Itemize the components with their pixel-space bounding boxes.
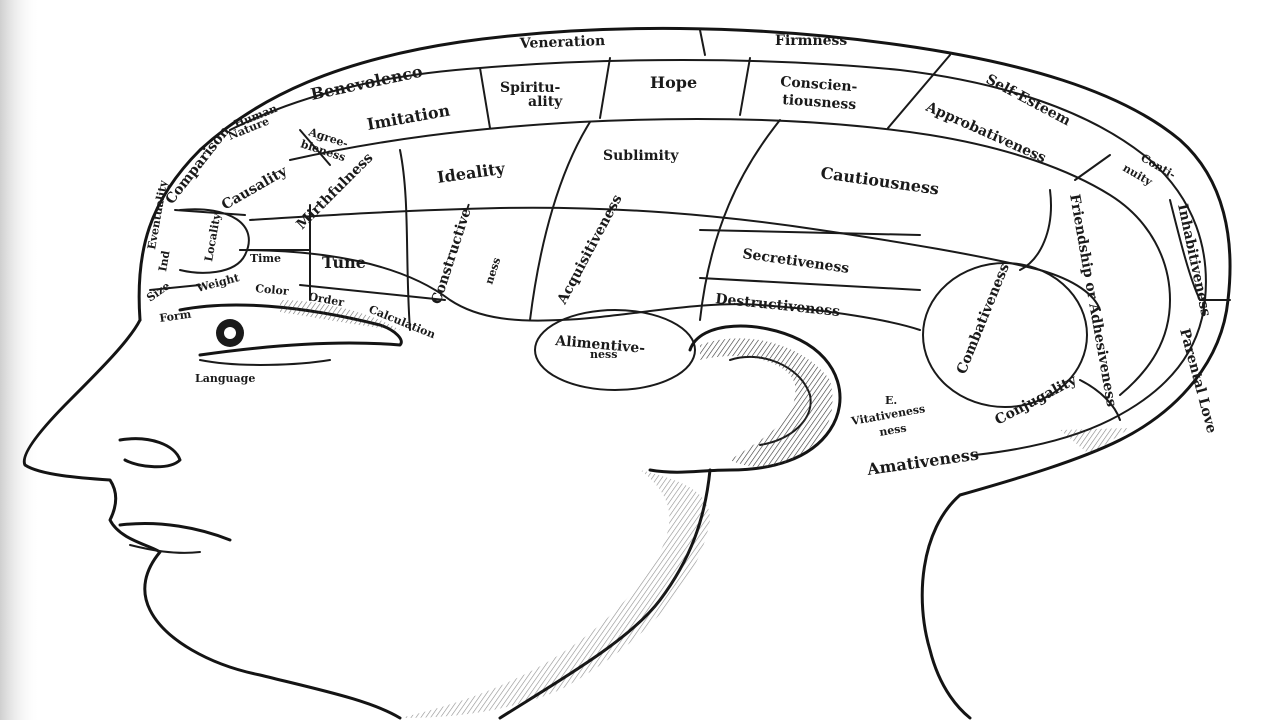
label-friendship: Friendship or Adhesiveness (1066, 193, 1119, 408)
second-ring-line (289, 117, 1172, 396)
label-size: Size (144, 279, 172, 304)
label-destructiveness: Destructiveness (715, 291, 841, 320)
skull-outline (137, 26, 1232, 720)
label-color: Color (255, 282, 290, 298)
eventuality-bulge (179, 208, 250, 274)
face-profile (22, 318, 402, 720)
label-combativeness: Combativeness (954, 261, 1013, 376)
label-secretiveness: Secretiveness (741, 246, 850, 277)
label-mirthfulness: Mirthfulness (294, 150, 377, 233)
label-vitativeness-2: ness (878, 421, 907, 439)
page-edge-shadow (0, 0, 40, 720)
label-constructiveness-1: Constructive- (429, 201, 477, 307)
label-spirituality-1: Spiritu- (500, 80, 561, 96)
label-alimentiveness-1: Alimentive- (554, 333, 646, 357)
label-cautiousness: Cautiousness (819, 163, 940, 198)
lips (129, 544, 201, 554)
region-dividers (149, 29, 1231, 421)
mouth (118, 522, 232, 542)
label-form: Form (159, 308, 193, 325)
label-parental-love: Parental Love (1176, 327, 1219, 435)
label-conjugality: Conjugality (992, 372, 1080, 429)
nape-shading (1060, 428, 1130, 455)
label-alimentiveness-2: ness (590, 348, 617, 361)
label-sublimity: Sublimity (603, 148, 679, 164)
label-locality: Locality (202, 212, 223, 263)
label-constructiveness-2: ness (482, 256, 503, 286)
label-tune: Tune (322, 253, 366, 272)
label-inhabitiveness: Inhabitiveness (1174, 203, 1214, 319)
label-time: Time (250, 252, 281, 265)
eye (178, 303, 403, 366)
label-eventuality: Eventuality (145, 179, 170, 251)
label-imitation: Imitation (365, 101, 451, 134)
ear (648, 324, 842, 474)
label-firmness: Firmness (775, 33, 847, 49)
label-benevolence: Benevolenco (309, 62, 425, 104)
label-conscientiousness-2: tiousness (782, 92, 857, 113)
label-hope: Hope (650, 73, 697, 92)
label-language: Language (195, 372, 255, 385)
label-spirituality-2: ality (528, 94, 563, 110)
outer-band-inner-line (229, 59, 1207, 456)
third-ring-line (249, 206, 1101, 311)
label-order: Order (307, 290, 345, 309)
label-weight: Weight (194, 271, 241, 295)
label-causality: Causality (219, 163, 291, 214)
neck-shading (400, 470, 710, 718)
label-conscientiousness-1: Conscien- (780, 74, 858, 95)
combativeness-oval (922, 262, 1088, 408)
alimentiveness-oval (534, 309, 696, 391)
nostril (118, 437, 182, 469)
label-comparison: Comparison (163, 123, 234, 207)
label-ideality: Ideality (436, 159, 507, 187)
eyebrow-shading (280, 300, 400, 330)
label-vitativeness-mark: E. (885, 394, 897, 407)
label-veneration: Veneration (519, 33, 606, 52)
label-individuality: Ind (156, 249, 172, 272)
label-amativeness: Amativeness (865, 444, 980, 479)
